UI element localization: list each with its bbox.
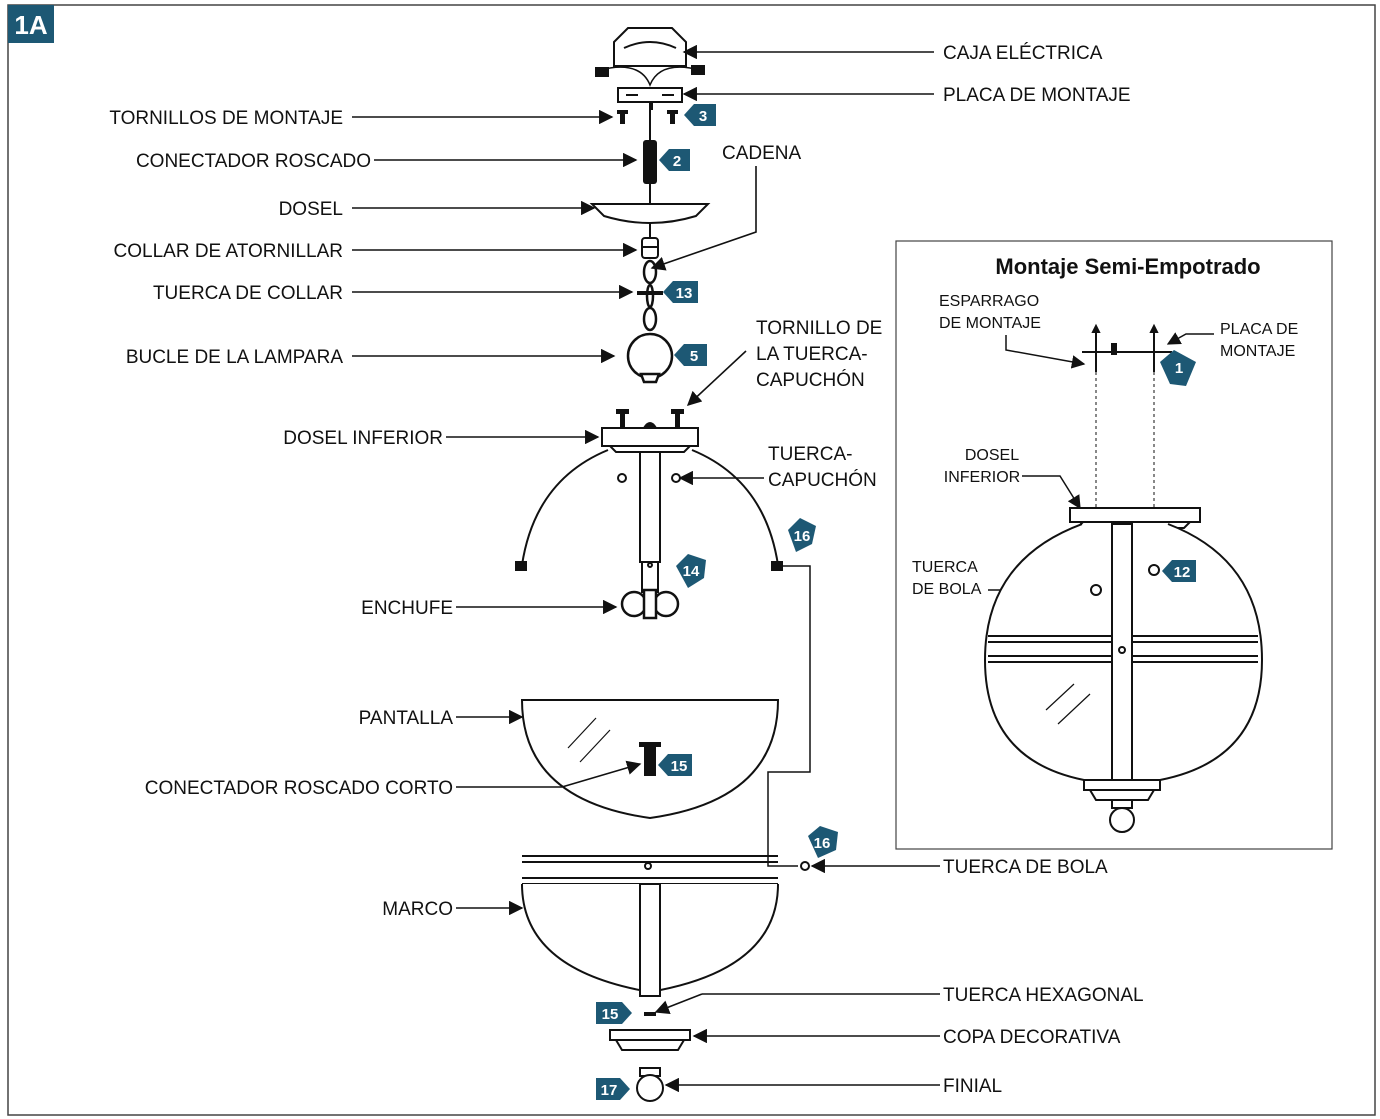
- step-badge-15-lower: 15: [596, 1002, 632, 1024]
- step-badge-14: 14: [676, 554, 706, 588]
- finial: [636, 1067, 664, 1102]
- label-finial: FINIAL: [943, 1076, 1002, 1097]
- decorative-cup: [609, 1029, 691, 1051]
- frame: [521, 855, 779, 997]
- inset-label-placa-line1: PLACA DE: [1220, 321, 1298, 338]
- label-tuerca-hexagonal: TUERCA HEXAGONAL: [943, 985, 1144, 1006]
- label-tuerca-capuchon-line2: CAPUCHÓN: [768, 469, 877, 491]
- short-threaded-connector: [639, 742, 661, 776]
- svg-text:17: 17: [601, 1082, 618, 1099]
- label-placa-de-montaje: PLACA DE MONTAJE: [943, 85, 1131, 106]
- inset-label-placa-line2: MONTAJE: [1220, 343, 1295, 360]
- inset-panel: Montaje Semi-Empotrado ESPARRAGO DE MONT…: [895, 240, 1333, 850]
- step-badge-16-lower: 16: [808, 826, 838, 858]
- label-tuerca-de-bola: TUERCA DE BOLA: [943, 857, 1108, 878]
- inset-step-badge-1: 1: [1160, 350, 1196, 386]
- label-dosel-inferior: DOSEL INFERIOR: [283, 428, 443, 449]
- svg-text:3: 3: [699, 108, 707, 125]
- svg-text:12: 12: [1174, 564, 1191, 581]
- inset-globe: [983, 523, 1264, 781]
- svg-text:1: 1: [1175, 360, 1183, 377]
- label-marco: MARCO: [382, 899, 453, 920]
- arm-connection-line: [767, 565, 811, 867]
- threaded-connector: [643, 140, 657, 184]
- frame-arms: [515, 449, 783, 571]
- label-dosel: DOSEL: [279, 199, 343, 220]
- inset-label-esparrago-line2: DE MONTAJE: [939, 315, 1041, 332]
- mounting-screws: [617, 101, 678, 124]
- collar-nut: [637, 291, 663, 295]
- inset-title: Montaje Semi-Empotrado: [995, 254, 1260, 279]
- step-badge-15-upper: 15: [658, 754, 692, 776]
- label-tuerca-capuchon-line1: TUERCA-: [768, 444, 852, 465]
- label-cadena: CADENA: [722, 143, 802, 164]
- figure-id-badge: [8, 5, 54, 43]
- figure-id: 1A: [14, 10, 47, 40]
- mounting-plate: [617, 87, 683, 103]
- label-enchufe: ENCHUFE: [361, 598, 453, 619]
- step-badge-5: 5: [674, 344, 707, 366]
- svg-text:16: 16: [794, 528, 811, 545]
- svg-text:5: 5: [690, 348, 698, 365]
- step-badge-3: 3: [684, 104, 716, 126]
- step-badge-2: 2: [659, 149, 690, 171]
- label-tornillo-tuerca-line2: LA TUERCA-: [756, 344, 868, 365]
- label-caja-electrica: CAJA ELÉCTRICA: [943, 43, 1103, 64]
- svg-text:16: 16: [814, 835, 831, 852]
- svg-text:13: 13: [676, 285, 693, 302]
- label-conectador-roscado-corto: CONECTADOR ROSCADO CORTO: [145, 778, 453, 799]
- inset-bottom-finial: [1083, 779, 1161, 833]
- svg-text:2: 2: [673, 153, 681, 170]
- chain: [642, 259, 658, 332]
- inset-mounting-plate: [1082, 323, 1172, 372]
- label-tornillo-tuerca-line3: CAPUCHÓN: [756, 369, 865, 391]
- screw-collar: [641, 237, 659, 259]
- label-copa-decorativa: COPA DECORATIVA: [943, 1027, 1121, 1048]
- label-bucle-de-la-lampara: BUCLE DE LA LAMPARA: [126, 347, 344, 368]
- inset-label-tuerca-bola-line1: TUERCA: [912, 559, 978, 576]
- label-tuerca-de-collar: TUERCA DE COLLAR: [153, 283, 343, 304]
- canopy: [589, 203, 711, 224]
- step-badge-16-upper: 16: [788, 518, 816, 552]
- label-tornillos-de-montaje: TORNILLOS DE MONTAJE: [109, 108, 343, 129]
- svg-text:15: 15: [671, 758, 688, 775]
- label-pantalla: PANTALLA: [359, 708, 454, 729]
- inset-label-dosel-inferior-line2: INFERIOR: [944, 469, 1020, 486]
- step-badge-17: 17: [596, 1078, 630, 1100]
- inset-label-esparrago-line1: ESPARRAGO: [939, 293, 1039, 310]
- inset-label-dosel-inferior-line1: DOSEL: [965, 447, 1019, 464]
- inset-label-tuerca-bola-line2: DE BOLA: [912, 581, 982, 598]
- fixture-loop: [626, 332, 674, 384]
- label-tornillo-tuerca-line1: TORNILLO DE: [756, 318, 882, 339]
- stem: [617, 451, 681, 593]
- figure-frame: [7, 4, 1376, 1116]
- label-conectador-roscado: CONECTADOR ROSCADO: [136, 151, 371, 172]
- ball-nut: [800, 861, 810, 871]
- socket: [620, 588, 680, 620]
- lower-canopy: [601, 409, 699, 453]
- junction-box: [595, 27, 705, 88]
- inset-step-badge-12: 12: [1162, 560, 1196, 582]
- svg-text:15: 15: [602, 1006, 619, 1023]
- hex-nut: [644, 1012, 656, 1016]
- svg-text:14: 14: [683, 563, 700, 580]
- step-badge-13: 13: [663, 281, 698, 303]
- label-collar-de-atornillar: COLLAR DE ATORNILLAR: [114, 241, 343, 262]
